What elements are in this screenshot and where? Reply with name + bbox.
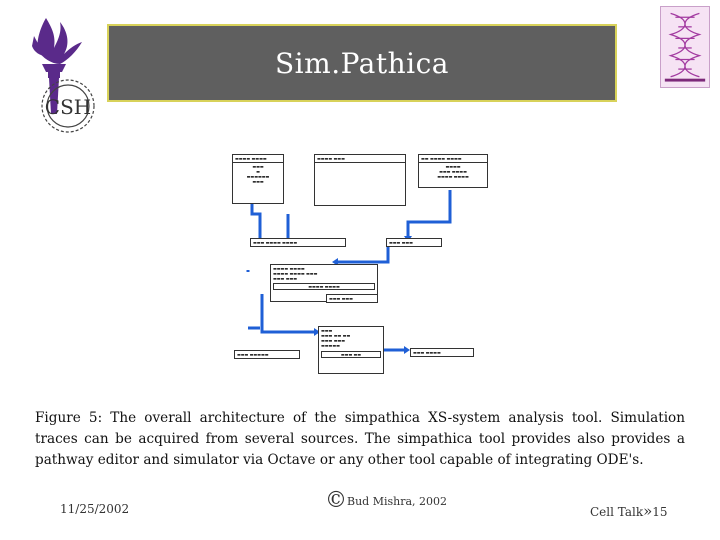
csh-seal-logo: CSH xyxy=(34,78,102,134)
diagram-box-data-sources: ▬▬ ▬▬▬▬ ▬▬▬▬ ▬▬▬▬▬▬▬ ▬▬▬▬▬▬▬▬ ▬▬▬▬ xyxy=(418,154,488,188)
diagram-box-trace-extraction: ▬▬▬ ▬▬▬▬▬ xyxy=(234,350,300,359)
diagram-box-pathway-sim: ▬▬▬ ▬▬▬▬ ▬▬▬▬ xyxy=(250,238,346,247)
footer-copyright: ©Bud Mishra, 2002 xyxy=(325,488,447,513)
footer-page-number: Cell Talk»15 xyxy=(590,502,668,520)
diagram-box-pathway-editor: ▬▬▬▬ ▬▬▬ xyxy=(314,154,406,206)
diagram-box-result-visualization: ▬▬▬ ▬▬▬▬ xyxy=(410,348,474,357)
diagram-box-pathway-traces: ▬▬▬ ▬▬▬ xyxy=(326,294,378,303)
copyright-symbol: © xyxy=(325,488,347,513)
nyu-bioinformatics-logo xyxy=(660,6,710,88)
csh-logo-text: CSH xyxy=(45,95,91,119)
page-label: Cell Talk xyxy=(590,505,643,519)
page-arrow: » xyxy=(643,502,652,520)
title-bar: Sim.Pathica xyxy=(107,24,617,102)
diagram-box-experimental-data: ▬▬▬▬ ▬▬▬▬ ▬▬▬▬▬▬▬▬▬▬▬▬▬ xyxy=(232,154,284,204)
diagram-box-query-engine: ▬▬▬▬▬▬ ▬▬ ▬▬▬▬▬ ▬▬▬▬▬▬▬▬ ▬▬▬ ▬▬ xyxy=(318,326,384,374)
figure-caption: Figure 5: The overall architecture of th… xyxy=(35,408,685,471)
copyright-text: Bud Mishra, 2002 xyxy=(347,495,447,508)
page-number: 15 xyxy=(652,505,667,519)
architecture-diagram: ▬▬▬▬ ▬▬▬▬ ▬▬▬▬▬▬▬▬▬▬▬▬▬ ▬▬▬▬ ▬▬▬ ▬▬ ▬▬▬▬… xyxy=(228,152,490,377)
page-title: Sim.Pathica xyxy=(275,47,449,80)
diagram-box-traces: ▬▬▬ ▬▬▬ xyxy=(386,238,442,247)
footer-date: 11/25/2002 xyxy=(60,502,129,516)
